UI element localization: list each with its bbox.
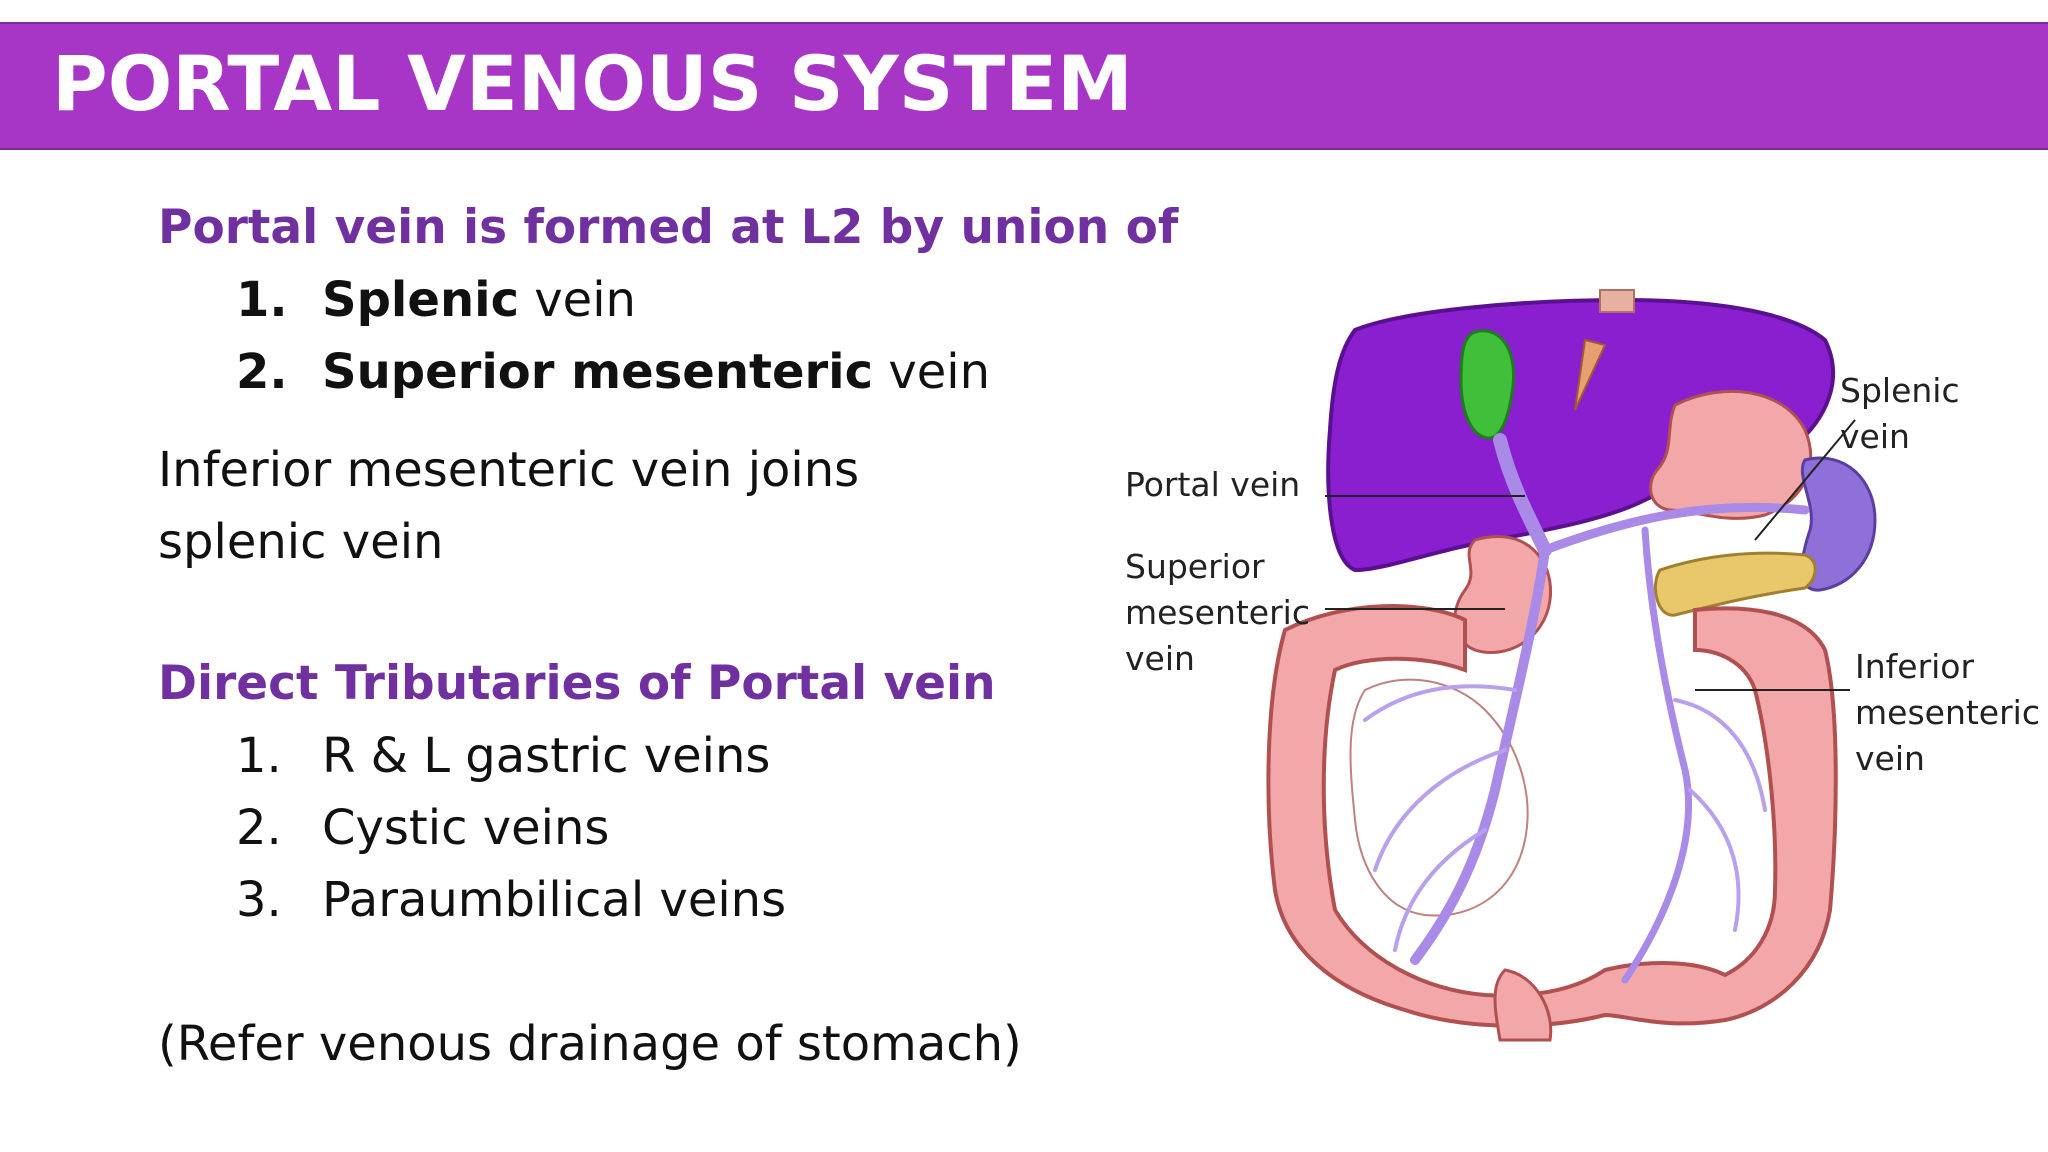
formation-item-1: 1. Splenic vein	[236, 270, 636, 330]
note-line-2: splenic vein	[158, 514, 444, 570]
tributary-item-3: 3. Paraumbilical veins	[236, 870, 786, 930]
tributary-item-2: 2. Cystic veins	[236, 798, 609, 858]
label-inferior-mesenteric-2: mesenteric	[1855, 693, 2040, 732]
slide-title: PORTAL VENOUS SYSTEM	[52, 39, 1133, 128]
list-item-text: Cystic veins	[322, 800, 610, 856]
list-number: 3.	[236, 872, 282, 928]
gallbladder-shape	[1459, 329, 1516, 440]
label-splenic-2: vein	[1840, 417, 1910, 456]
formation-heading: Portal vein is formed at L2 by union of	[158, 200, 1179, 255]
label-superior-mesenteric-3: vein	[1125, 639, 1195, 678]
pancreas-shape	[1653, 551, 1817, 617]
splenic-vein-shape	[1540, 502, 1810, 555]
list-item-bold: Splenic	[322, 272, 520, 328]
spleen-shape	[1800, 456, 1877, 592]
list-item-rest: vein	[519, 272, 636, 328]
list-number: 1.	[236, 272, 288, 328]
title-bar: PORTAL VENOUS SYSTEM	[0, 22, 2048, 150]
label-superior-mesenteric-2: mesenteric	[1125, 593, 1310, 632]
list-number: 2.	[236, 344, 288, 400]
formation-item-2: 2. Superior mesenteric vein	[236, 342, 990, 402]
list-number: 1.	[236, 728, 282, 784]
colon-shape	[1266, 604, 1838, 1028]
list-item-text: Paraumbilical veins	[322, 872, 787, 928]
stomach-shape	[1649, 389, 1813, 520]
label-portal-vein: Portal vein	[1125, 465, 1300, 504]
superior-mesenteric-vein-shape	[1410, 545, 1550, 965]
list-item-bold: Superior mesenteric	[322, 344, 874, 400]
ligament-shape	[1599, 289, 1635, 313]
splenic-vein-leader	[1754, 419, 1856, 541]
label-superior-mesenteric-1: Superior	[1125, 547, 1265, 586]
small-intestine-shape	[1349, 678, 1529, 917]
tributary-item-1: 1. R & L gastric veins	[236, 726, 770, 786]
label-inferior-mesenteric-1: Inferior	[1855, 647, 1974, 686]
list-item-text: R & L gastric veins	[322, 728, 771, 784]
vein-branches	[1363, 684, 1767, 952]
portal-system-diagram: Portal vein Superior mesenteric vein Spl…	[1125, 289, 2040, 1042]
inferior-mesenteric-vein-shape	[1621, 526, 1692, 984]
tributaries-heading: Direct Tributaries of Portal vein	[158, 656, 996, 711]
label-inferior-mesenteric-3: vein	[1855, 739, 1925, 778]
rectum-shape	[1493, 968, 1553, 1042]
reference-note: (Refer venous drainage of stomach)	[158, 1016, 1022, 1072]
list-number: 2.	[236, 800, 282, 856]
list-item-rest: vein	[873, 344, 991, 400]
ligamentum-shape	[1574, 338, 1607, 411]
label-splenic-1: Splenic	[1840, 371, 1960, 410]
note-line-1: Inferior mesenteric vein joins	[158, 442, 860, 498]
